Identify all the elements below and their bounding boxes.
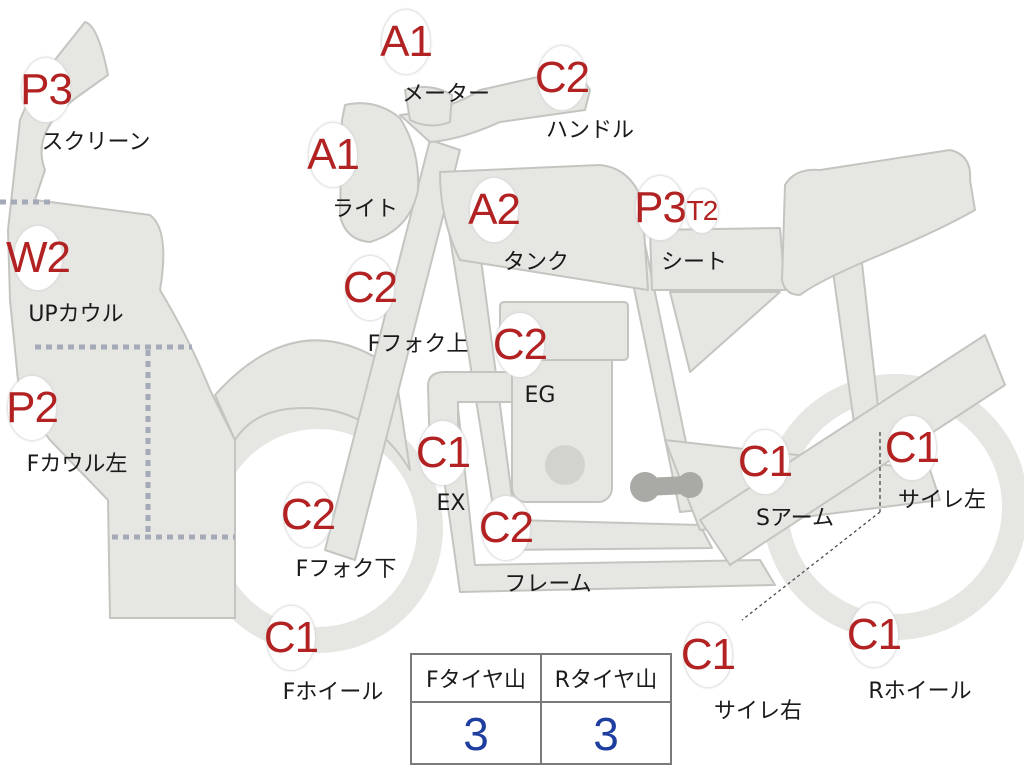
muffler-left-label: サイレ左: [897, 488, 987, 513]
seat-label: シート: [660, 250, 728, 275]
tank-grade: A2: [468, 178, 521, 242]
front-fender-shape: [214, 339, 411, 471]
headlight-shape: [339, 102, 420, 243]
swingarm-grade: C1: [738, 430, 793, 494]
seat-t-grade: T2: [686, 189, 718, 233]
ffork-upper-label: Fフォク上: [367, 332, 469, 357]
meter-label: メーター: [401, 82, 491, 107]
rwheel-grade: C1: [847, 603, 902, 667]
swingarm-label: Sアーム: [756, 506, 834, 531]
fcowl-left-grade: P2: [6, 376, 59, 440]
muffler-right-label: サイレ右: [713, 699, 803, 724]
muffler-right-grade: C1: [681, 623, 736, 687]
ffork-upper-grade: C2: [343, 256, 398, 320]
rear-tire-value: 3: [540, 703, 670, 765]
ex-label: EX: [436, 491, 466, 516]
tire-tread-table: Fタイヤ山 Rタイヤ山 3 3: [410, 653, 672, 765]
rear-tire-header: Rタイヤ山: [540, 655, 670, 701]
upcowl-grade: W2: [6, 226, 71, 290]
handle-grade: C2: [535, 46, 590, 110]
ffork-lower-label: Fフォク下: [295, 557, 397, 582]
eg-grade: C2: [493, 313, 548, 377]
fwheel-label: Fホイール: [282, 680, 384, 705]
muffler-left-grade: C1: [885, 416, 940, 480]
front-fork-shape: [324, 139, 461, 561]
fcowl-left-label: Fカウル左: [26, 452, 128, 477]
seat-shape: [649, 227, 786, 291]
light-grade: A1: [307, 123, 360, 187]
tank-label: タンク: [502, 250, 570, 275]
muffler-shape: [699, 334, 1006, 566]
seat-grade: P3: [634, 176, 687, 240]
meter-shape: [404, 85, 453, 127]
front-tire-value: 3: [463, 708, 489, 760]
frame-label: フレーム: [504, 572, 592, 597]
frame-grade: C2: [479, 496, 534, 560]
engine-case-detail: [545, 445, 585, 485]
tire-table-value-row: 3 3: [412, 703, 670, 765]
light-label: ライト: [331, 197, 399, 222]
screen-grade: P3: [20, 58, 73, 122]
tail-shape: [781, 149, 976, 296]
tire-table-header-row: Fタイヤ山 Rタイヤ山: [412, 655, 670, 703]
muffler-right-leader: [741, 511, 881, 621]
footpeg-left-knob: [630, 472, 660, 502]
rwheel-label: Rホイール: [868, 679, 972, 704]
ex-grade: C1: [416, 421, 471, 485]
eg-label: EG: [524, 383, 556, 408]
screen-label: スクリーン: [41, 130, 151, 155]
cowl-shape: [7, 21, 236, 619]
upcowl-label: UPカウル: [28, 302, 124, 327]
front-tire-header: Fタイヤ山: [426, 668, 526, 693]
footpeg-right-knob: [677, 472, 703, 498]
ffork-lower-grade: C2: [281, 483, 336, 547]
handle-label: ハンドル: [545, 118, 635, 143]
meter-grade: A1: [380, 10, 433, 74]
fwheel-grade: C1: [264, 606, 319, 670]
side-cover-shape: [669, 291, 781, 373]
